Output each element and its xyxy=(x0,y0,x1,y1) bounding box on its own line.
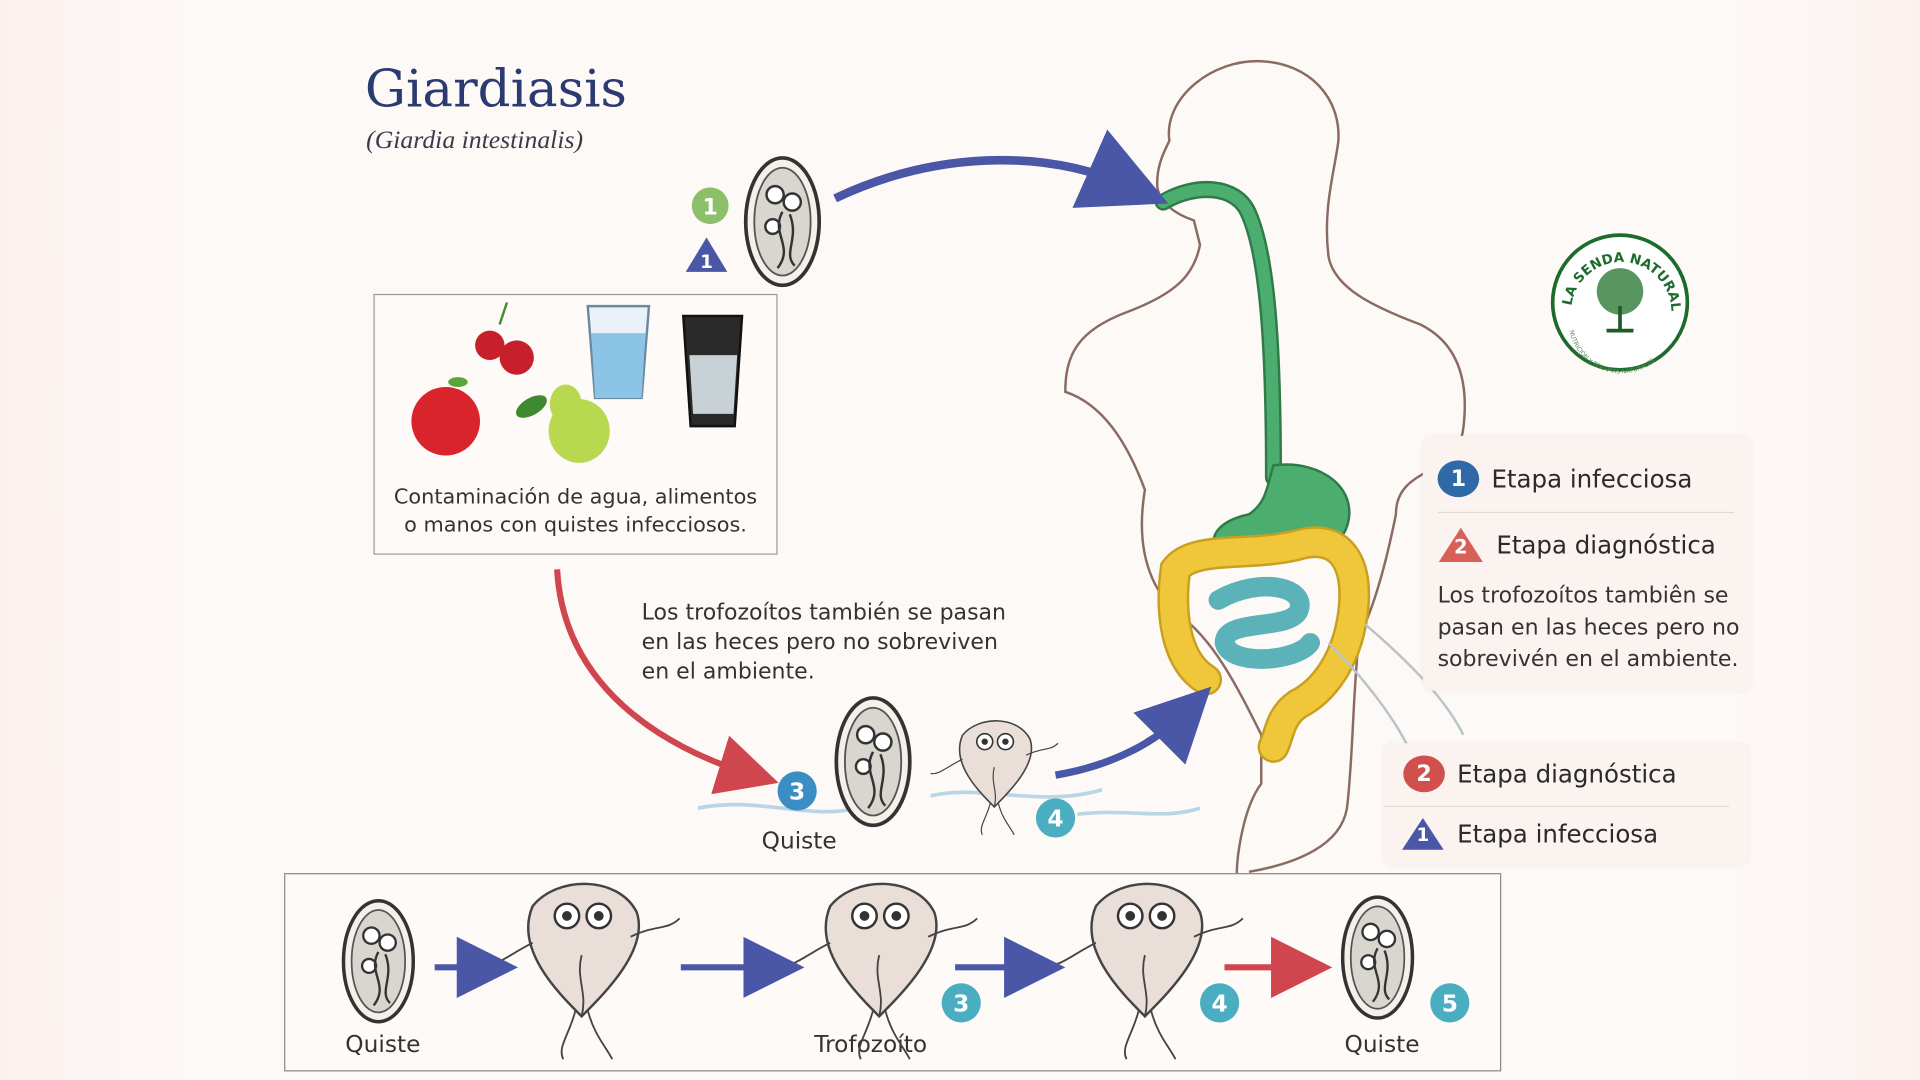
svg-text:5: 5 xyxy=(1442,990,1458,1017)
cyst-illustration xyxy=(834,696,912,828)
page-title: Giardiasis xyxy=(364,58,627,119)
lifecycle-trophozoite-2 xyxy=(780,882,979,1061)
note-line-2: en las heces pero no sobreviven xyxy=(641,629,998,656)
arrow-ingestion xyxy=(833,129,1169,208)
legend-diagnostic: 2 Etapa diagnóstica xyxy=(1438,527,1716,564)
svg-text:3: 3 xyxy=(953,990,969,1017)
contamination-sources-illustration xyxy=(411,302,744,463)
large-intestine xyxy=(1157,526,1371,763)
arrow-to-body xyxy=(1054,686,1212,779)
legend-label: Etapa infecciosa xyxy=(1457,819,1659,849)
lifecycle-artwork: 3 4 5 xyxy=(341,882,1470,1061)
infective-number-badge: 1 xyxy=(1437,460,1480,498)
legend-bottom: 2 Etapa diagnóstica 1 Etapa infecciosa xyxy=(1383,743,1749,866)
lifecycle-trophozoite-3 xyxy=(1045,882,1245,1061)
water-waves xyxy=(697,788,1201,817)
water-glass-clear-icon xyxy=(586,304,651,400)
cyst-infective-illustration xyxy=(743,156,822,288)
contamination-line-1: Contaminación de agua, alimentos xyxy=(393,484,758,510)
lifecycle-label-cyst-start: Quiste xyxy=(345,1031,421,1058)
apple-icon xyxy=(411,377,481,456)
svg-text:4: 4 xyxy=(1212,990,1228,1017)
legend-divider xyxy=(1437,511,1734,514)
page-subtitle: (Giardia intestinalis) xyxy=(366,124,584,155)
svg-text:1: 1 xyxy=(703,195,718,220)
marker-infective-circle: 1 xyxy=(691,187,729,225)
lifecycle-cyst-end xyxy=(1340,895,1415,1020)
legend-label: Etapa diagnóstica xyxy=(1496,530,1716,560)
lifecycle-label-trophozoite: Trofozoíto xyxy=(814,1031,928,1058)
legend-label: Etapa diagnóstica xyxy=(1457,759,1677,789)
legend-diagnostic: 2 Etapa diagnóstica xyxy=(1403,755,1677,793)
strawberries-icon xyxy=(475,302,534,375)
pear-icon xyxy=(515,384,610,463)
legend-top: 1 Etapa infecciosa 2 Etapa diagnóstica L… xyxy=(1422,435,1752,691)
note-line-1: Los trofozoítos también se pasan xyxy=(641,600,1007,626)
infective-triangle-badge: 1 xyxy=(1401,817,1445,851)
diagnostic-triangle-badge: 2 xyxy=(1438,527,1485,564)
lifecycle-step-5: 5 xyxy=(1430,983,1470,1023)
marker-step-3: 3 xyxy=(777,771,817,811)
svg-text:3: 3 xyxy=(789,779,805,806)
marker-step-4: 4 xyxy=(1035,798,1076,838)
contamination-text: Contaminación de agua, alimentos o manos… xyxy=(375,484,777,540)
lifecycle-step-3: 3 xyxy=(941,983,981,1023)
contamination-line-2: o manos con quistes infecciosos. xyxy=(404,513,747,538)
marker-infective-triangle: 1 xyxy=(685,237,728,273)
legend-divider xyxy=(1383,805,1729,807)
la-senda-natural-logo: LA SENDA NATURAL NUTRICIÓN Y TERAPIAS NA… xyxy=(1550,233,1690,376)
trophozoite-note: Los trofozoítos también se pasan en las … xyxy=(642,599,1046,687)
legend-infective: 1 Etapa infecciosa xyxy=(1437,460,1693,498)
legend-note: Los trofozoítos tambiên se pasan en las … xyxy=(1437,582,1740,673)
arrow-excretion-red xyxy=(554,569,779,795)
lifecycle-trophozoite-1 xyxy=(482,882,681,1061)
lifecycle-cyst-start xyxy=(341,898,416,1024)
small-intestine xyxy=(1208,576,1321,669)
svg-text:4: 4 xyxy=(1047,806,1063,833)
cyst-label: Quiste xyxy=(761,827,837,855)
lifecycle-step-4: 4 xyxy=(1200,983,1240,1023)
water-glass-dark-icon xyxy=(681,314,744,428)
lifecycle-label-cyst-end: Quiste xyxy=(1344,1031,1420,1058)
human-body-outline xyxy=(1064,59,1467,876)
svg-text:1: 1 xyxy=(700,252,713,273)
legend-infective: 1 Etapa infecciosa xyxy=(1401,817,1658,851)
note-line-3: en el ambiente. xyxy=(641,658,815,685)
diagnostic-number-badge: 2 xyxy=(1403,755,1445,793)
legend-label: Etapa infecciosa xyxy=(1491,464,1693,494)
